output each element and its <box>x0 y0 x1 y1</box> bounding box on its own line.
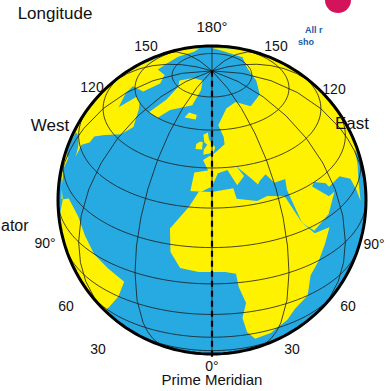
land-mass <box>185 113 197 120</box>
heading-label: Longitude <box>18 5 93 24</box>
land-mass <box>196 142 203 150</box>
longitude-number: 30 <box>284 342 300 357</box>
longitude-number: 90° <box>34 236 55 251</box>
longitude-number: 90° <box>363 237 384 252</box>
longitude-number: 60 <box>58 299 74 314</box>
land-mass <box>203 132 215 154</box>
cut-label: ator <box>1 217 29 235</box>
note-text: sho <box>298 38 314 48</box>
longitude-number: 30 <box>90 342 106 357</box>
longitude-number: 60 <box>340 299 356 314</box>
direction-label: West <box>31 117 69 136</box>
direction-label: East <box>335 115 369 134</box>
note-text: All r <box>305 26 323 36</box>
longitude-number: 150 <box>264 39 287 54</box>
longitude-number: 120 <box>322 82 345 97</box>
badge-mark <box>325 0 351 13</box>
longitude-number: 150 <box>134 39 157 54</box>
globe-outline <box>58 46 366 354</box>
longitude-number: 180° <box>196 19 227 36</box>
prime-meridian-line <box>211 71 213 358</box>
meridian-label: Prime Meridian <box>162 372 263 389</box>
longitude-number: 120 <box>80 80 103 95</box>
